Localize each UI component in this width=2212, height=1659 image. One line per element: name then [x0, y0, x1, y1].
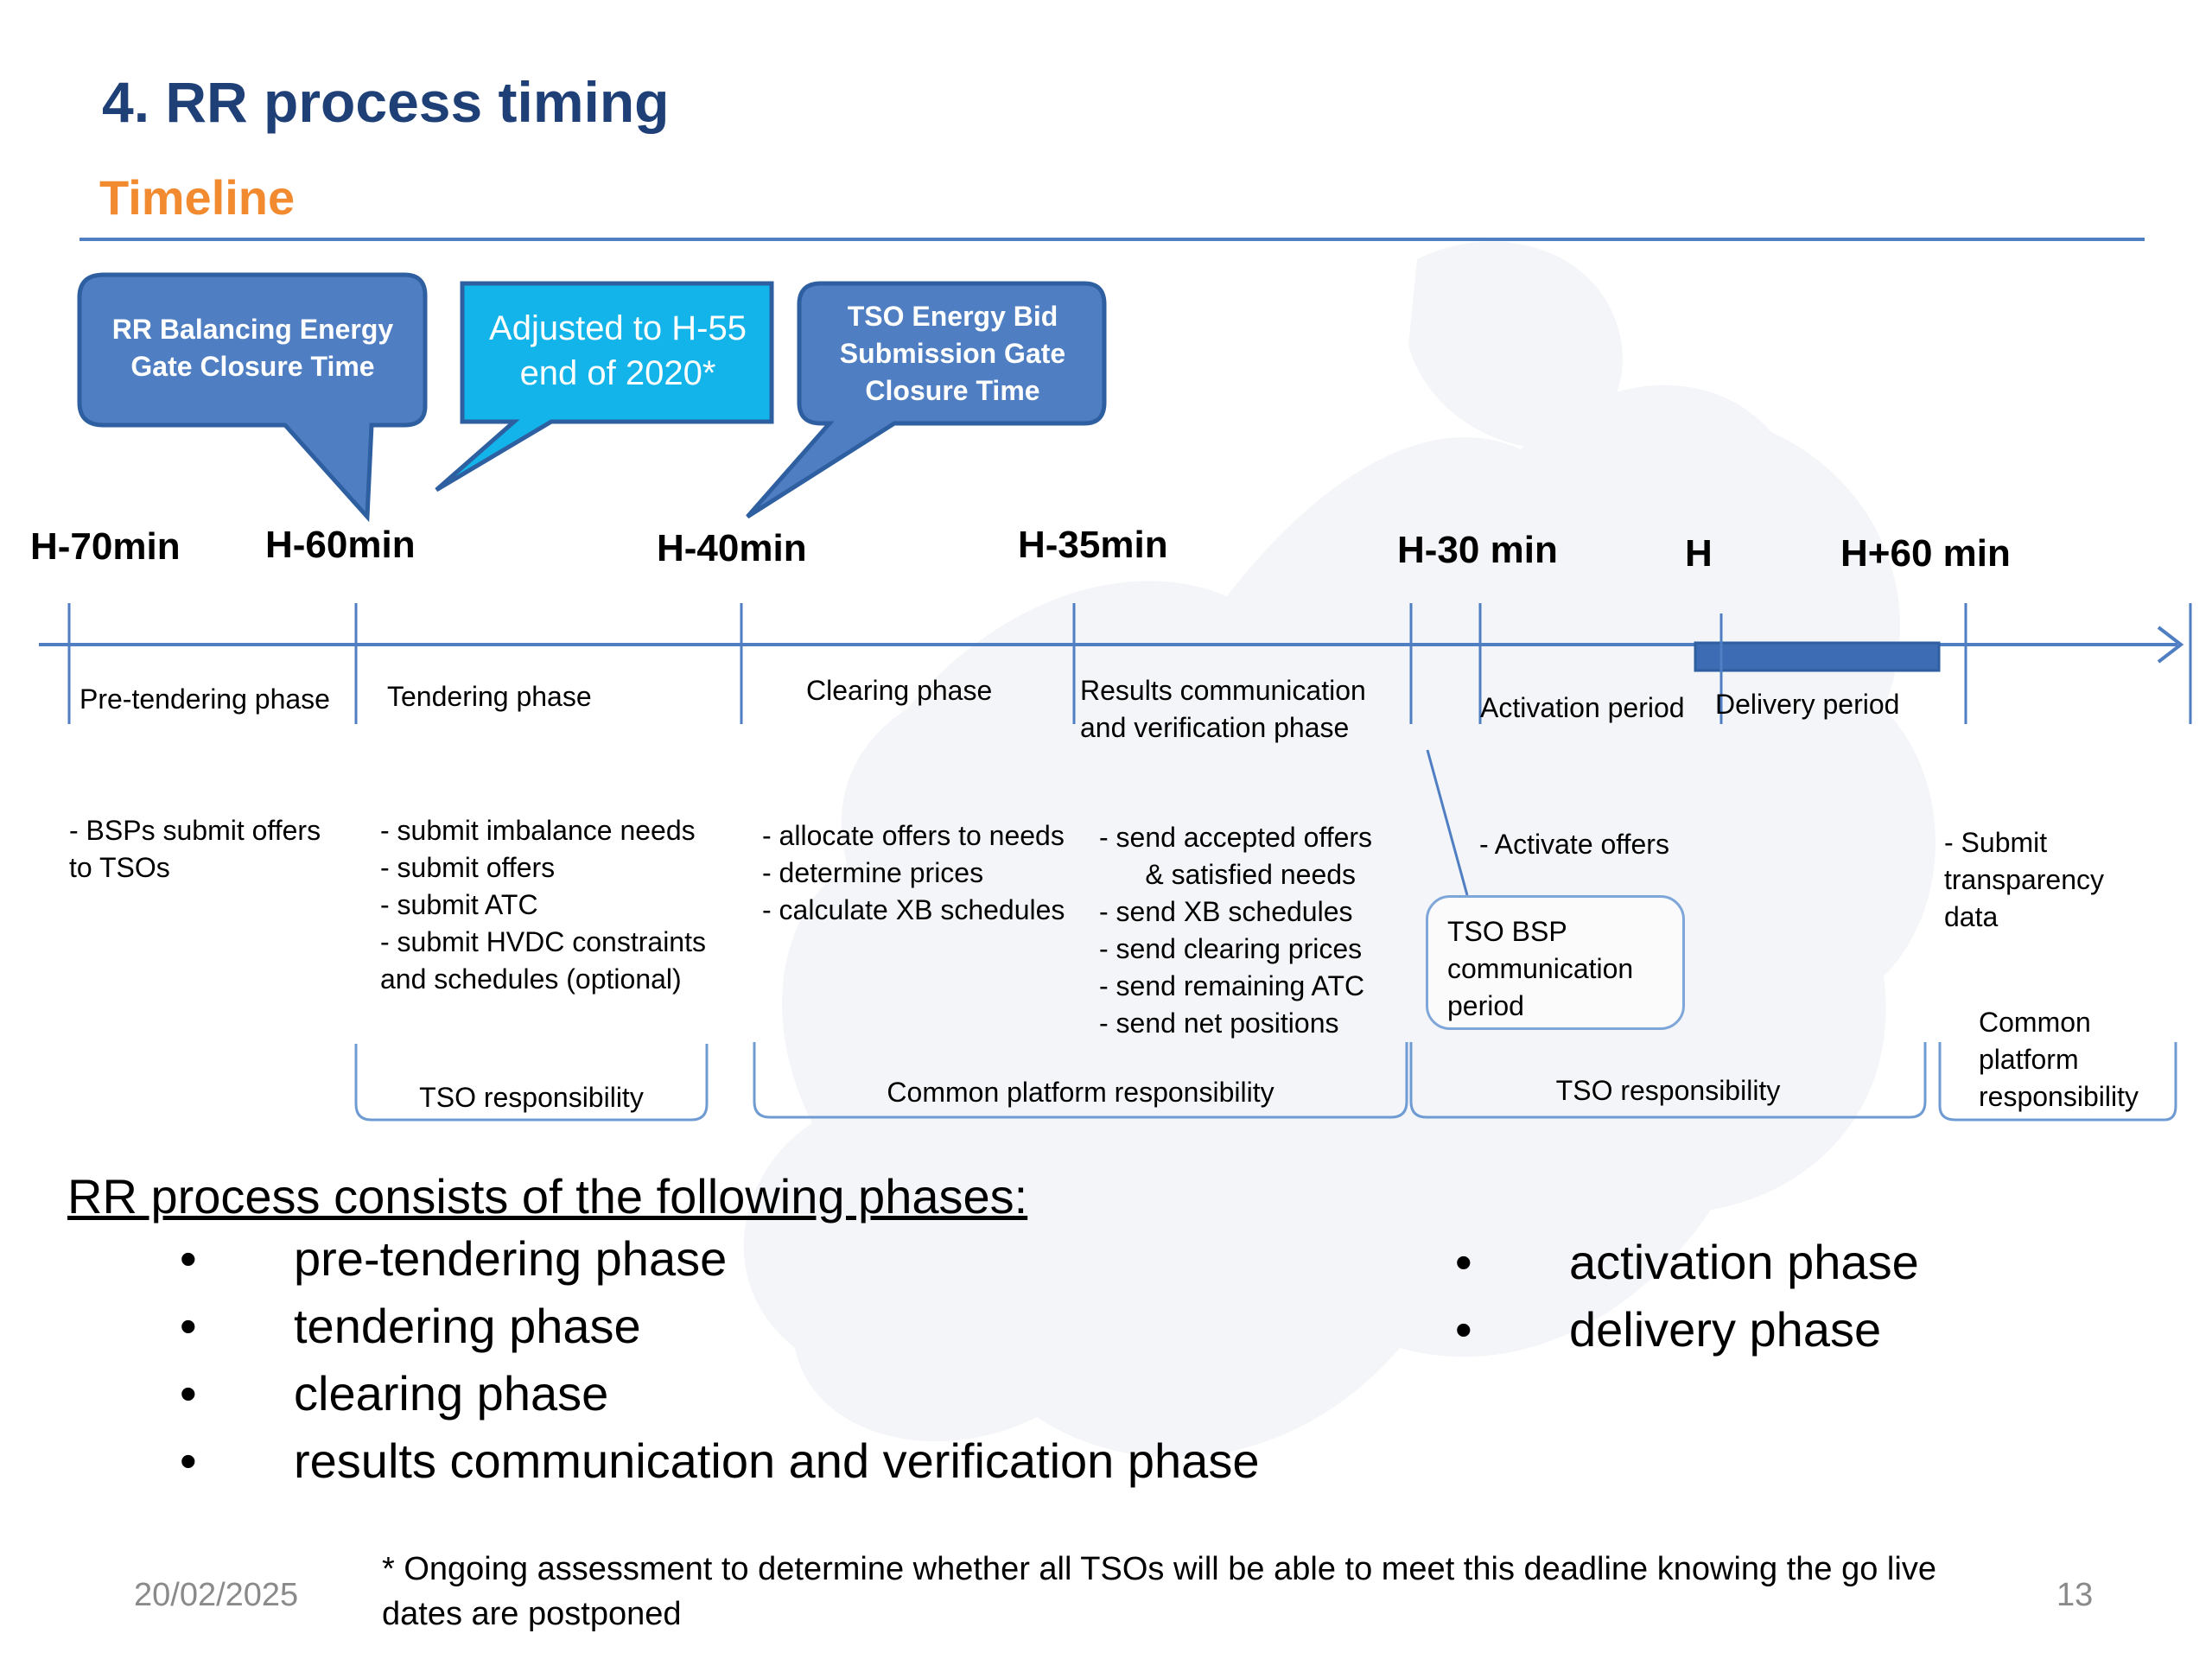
- responsibility-common-platform-2: Common platform responsibility: [1979, 1007, 2139, 1112]
- tasks-results: - send accepted offers & satisfied needs…: [1099, 822, 1373, 1039]
- phase-clearing: Clearing phase: [806, 675, 993, 706]
- tso-bid-callout: [746, 281, 1107, 519]
- tasks-clearing: - allocate offers to needs - determine p…: [762, 820, 1065, 925]
- page-number: 13: [2056, 1577, 2094, 1613]
- adjusted-callout-text: Adjusted to H-55 end of 2020*: [467, 306, 769, 396]
- map-silhouette: [743, 385, 1936, 1458]
- callout-line: TSO Energy Bid: [847, 301, 1058, 332]
- list-item: tendering phase: [180, 1293, 1259, 1360]
- responsibility-tso-1: TSO responsibility: [419, 1082, 644, 1113]
- marker-h-40: H-40min: [657, 527, 807, 569]
- marker-h-35: H-35min: [1018, 524, 1168, 566]
- footer-date: 20/02/2025: [134, 1577, 299, 1613]
- gate-closure-callout: [77, 272, 428, 523]
- title-divider: [79, 238, 2145, 241]
- list-item: pre-tendering phase: [180, 1225, 1259, 1293]
- list-item: delivery phase: [1455, 1296, 1919, 1363]
- phase-tendering: Tendering phase: [387, 681, 592, 712]
- responsibility-tso-2: TSO responsibility: [1555, 1075, 1781, 1106]
- phase-pre-tendering: Pre-tendering phase: [79, 683, 330, 715]
- gate-closure-callout-text: RR Balancing Energy Gate Closure Time: [86, 311, 419, 385]
- map-silhouette-north: [1408, 241, 1623, 449]
- phase-list-right: activation phase delivery phase: [1455, 1229, 1919, 1363]
- tso-bsp-connector: [1426, 749, 1469, 896]
- timeline-ticks: [67, 603, 2192, 724]
- responsibility-common-platform: Common platform responsibility: [887, 1077, 1274, 1108]
- tso-bsp-communication-box: TSO BSP communication period: [1426, 895, 1685, 1030]
- page-title: 4. RR process timing: [102, 70, 670, 134]
- callout-line: end of 2020*: [519, 354, 716, 392]
- tasks-tendering: - submit imbalance needs - submit offers…: [380, 815, 706, 995]
- tasks-pre-tendering: - BSPs submit offers to TSOs: [69, 815, 321, 883]
- tasks-delivery: - Submit transparency data: [1944, 827, 2104, 932]
- marker-h-70: H-70min: [30, 525, 181, 568]
- list-item: clearing phase: [180, 1360, 1259, 1427]
- callout-line: RR Balancing Energy: [111, 314, 394, 345]
- page-subtitle: Timeline: [99, 170, 296, 225]
- callout-line: Gate Closure Time: [130, 351, 375, 382]
- marker-h-plus-60: H+60 min: [1840, 532, 2011, 575]
- phase-list-heading: RR process consists of the following pha…: [67, 1169, 1028, 1224]
- marker-h-60: H-60min: [265, 524, 416, 566]
- phase-delivery: Delivery period: [1715, 689, 1900, 720]
- footnote: * Ongoing assessment to determine whethe…: [382, 1551, 1936, 1632]
- list-item: results communication and verification p…: [180, 1427, 1259, 1495]
- phase-results: Results communication and verification p…: [1080, 675, 1366, 743]
- phase-list-left: pre-tendering phase tendering phase clea…: [180, 1225, 1259, 1495]
- marker-h-30: H-30 min: [1397, 529, 1558, 571]
- adjusted-callout: [435, 281, 774, 493]
- tso-bid-callout-text: TSO Energy Bid Submission Gate Closure T…: [804, 298, 1102, 410]
- timeline-axis: [39, 626, 2184, 672]
- callout-line: Submission Gate: [839, 338, 1066, 369]
- marker-h: H: [1685, 532, 1713, 575]
- responsibility-brackets: [354, 1042, 2177, 1122]
- tasks-activation: - Activate offers: [1479, 829, 1669, 860]
- callout-line: Adjusted to H-55: [489, 309, 747, 347]
- list-item: activation phase: [1455, 1229, 1919, 1296]
- phase-activation: Activation period: [1480, 692, 1685, 723]
- callout-line: Closure Time: [865, 375, 1040, 406]
- delivery-period-bar: [1694, 641, 1941, 672]
